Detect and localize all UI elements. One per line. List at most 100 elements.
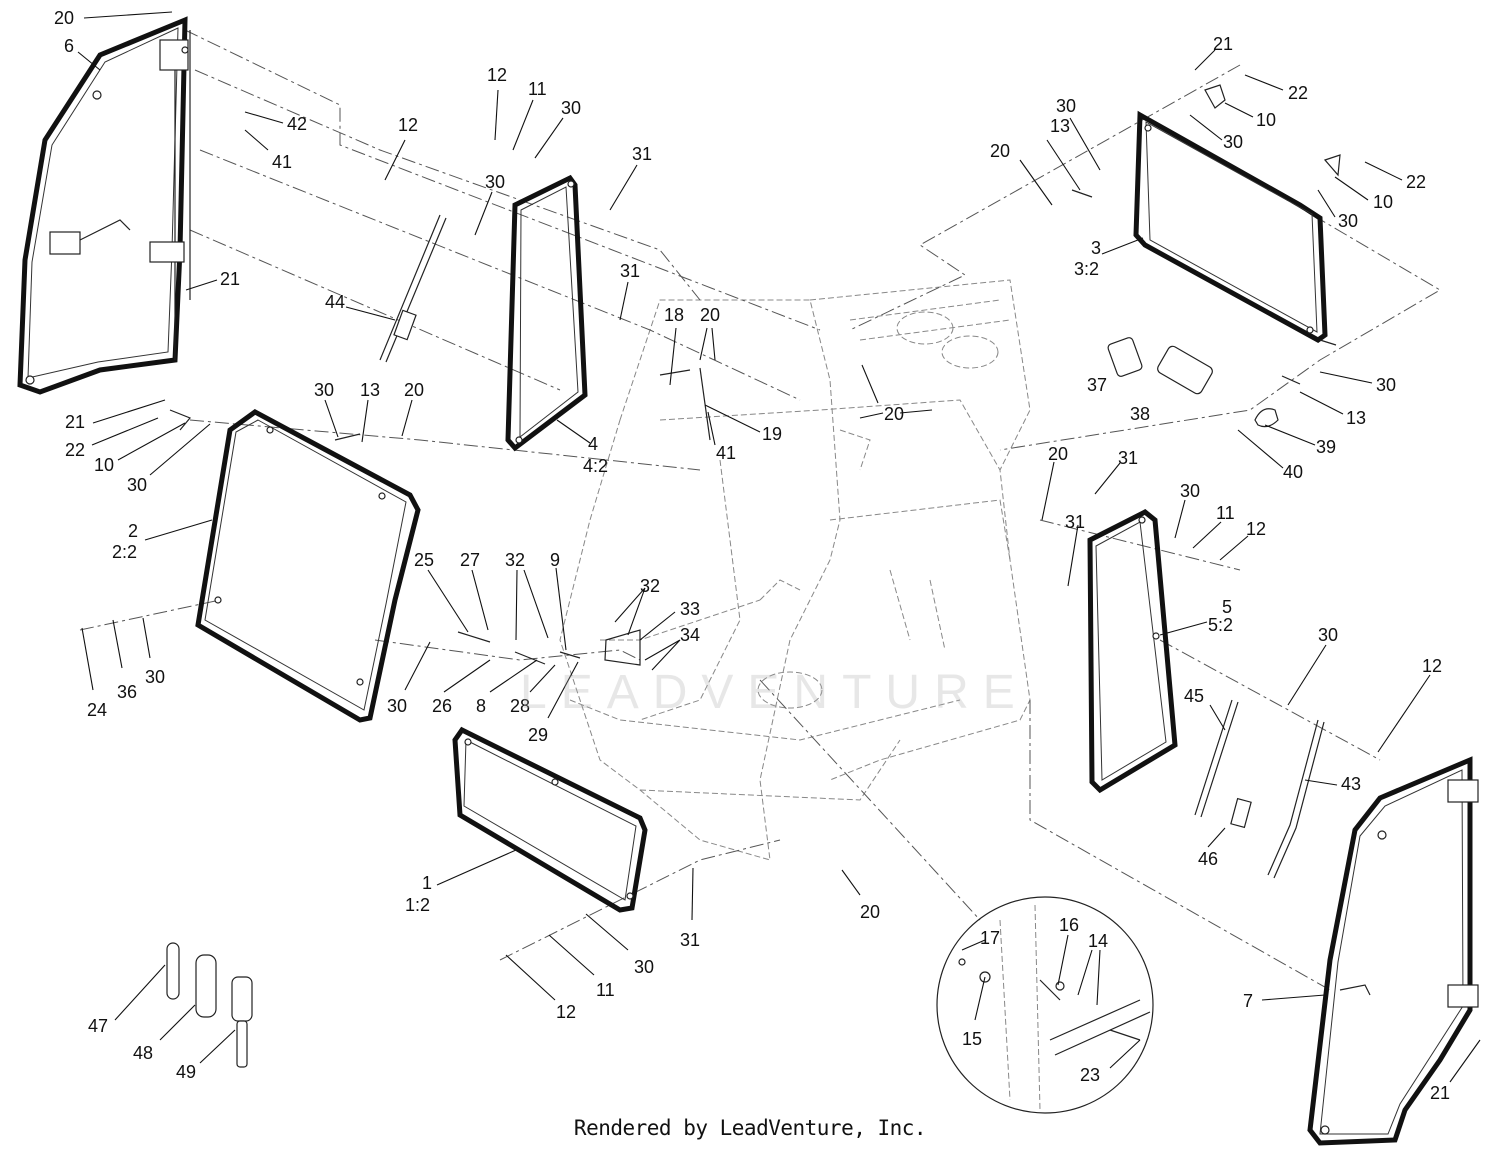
callout-c46: 2: [128, 521, 138, 541]
callout-c41: 10: [94, 455, 114, 475]
leader-lines: [77, 11, 1481, 1083]
callout-c76: 1: [422, 873, 432, 893]
callout-c15: 20: [700, 305, 720, 325]
callout-c55: 24: [87, 700, 107, 720]
callout-c59: 26: [432, 696, 452, 716]
callout-c63: 20: [1048, 444, 1068, 464]
callout-c10: 30: [561, 98, 581, 118]
glass-panel-1: [452, 726, 648, 913]
right-door: [1307, 756, 1479, 1146]
callout-c53: 33: [680, 599, 700, 619]
callout-c91: 48: [133, 1043, 153, 1063]
callout-c28: 22: [1406, 172, 1426, 192]
callout-c34: 38: [1130, 404, 1150, 424]
callout-c43: 30: [314, 380, 334, 400]
callout-c73: 45: [1184, 686, 1204, 706]
callout-c7: 44: [325, 292, 345, 312]
callout-c31: 3: [1091, 238, 1101, 258]
callout-c32: 3:2: [1074, 259, 1099, 279]
detail-inset: [936, 896, 1154, 1114]
callout-c19: 4:2: [583, 456, 608, 476]
callout-c42: 30: [127, 475, 147, 495]
callout-c16: 41: [716, 443, 736, 463]
callout-c33: 37: [1087, 375, 1107, 395]
callout-c77: 1:2: [405, 895, 430, 915]
callout-c21: 21: [1213, 34, 1233, 54]
glass-panel-5: [1087, 509, 1178, 794]
callout-c40: 22: [65, 440, 85, 460]
callout-c65: 30: [1180, 481, 1200, 501]
gas-strut-44: [379, 214, 447, 363]
callout-c54: 34: [680, 625, 700, 645]
callout-c30: 30: [1338, 211, 1358, 231]
callout-c26: 30: [1056, 96, 1076, 116]
callout-c6: 12: [398, 115, 418, 135]
left-door: [17, 16, 191, 395]
callout-c38: 40: [1283, 462, 1303, 482]
glass-panel-3: [1133, 110, 1328, 343]
callout-c22: 22: [1288, 83, 1308, 103]
glass-panel-4: [505, 174, 588, 452]
rods-43-45-46: [1194, 699, 1325, 879]
callout-c86: 15: [962, 1029, 982, 1049]
assembly-lines: [79, 29, 1441, 991]
callout-c75: 46: [1198, 849, 1218, 869]
callout-c24: 30: [1223, 132, 1243, 152]
callout-c80: 30: [634, 957, 654, 977]
callout-c47: 2:2: [112, 542, 137, 562]
callout-c66: 11: [1216, 503, 1235, 523]
callout-c12: 31: [632, 144, 652, 164]
callout-c78: 31: [680, 930, 700, 950]
callout-c11: 30: [485, 172, 505, 192]
cab-frame: [559, 279, 1031, 861]
callout-c50: 32: [505, 550, 525, 570]
callout-c27: 20: [990, 141, 1010, 161]
callout-c58: 30: [387, 696, 407, 716]
callout-c1: 20: [54, 8, 74, 28]
callout-c5: 21: [220, 269, 240, 289]
callout-c45: 20: [404, 380, 424, 400]
callout-c37: 39: [1316, 437, 1336, 457]
callout-c83: 17: [980, 928, 1000, 948]
callout-c92: 49: [176, 1062, 196, 1082]
callout-c82: 12: [556, 1002, 576, 1022]
callout-c84: 16: [1059, 915, 1079, 935]
callout-c29: 10: [1373, 192, 1393, 212]
windshield-2: [195, 409, 421, 723]
callout-c23: 10: [1256, 110, 1276, 130]
callout-c36: 13: [1346, 408, 1366, 428]
callout-c72: 12: [1422, 656, 1442, 676]
callout-c79: 20: [860, 902, 880, 922]
callout-c48: 25: [414, 550, 434, 570]
callout-c17: 19: [762, 424, 782, 444]
callout-c81: 11: [596, 980, 615, 1000]
callout-c8: 12: [487, 65, 507, 85]
callout-c44: 13: [360, 380, 380, 400]
callout-c56: 36: [117, 682, 137, 702]
callout-c13: 31: [620, 261, 640, 281]
callout-c14: 18: [664, 305, 684, 325]
callout-c25: 13: [1050, 116, 1070, 136]
credit-text: Rendered by LeadVenture, Inc.: [573, 1116, 927, 1140]
small-parts: [169, 84, 1341, 666]
callout-c64: 31: [1118, 448, 1138, 468]
callout-c57: 30: [145, 667, 165, 687]
callout-c39: 21: [65, 412, 85, 432]
callout-c52: 32: [640, 576, 660, 596]
callout-c61: 28: [510, 696, 530, 716]
callout-c60: 8: [476, 696, 486, 716]
callout-c35: 30: [1376, 375, 1396, 395]
callout-c62: 29: [528, 725, 548, 745]
callout-c85: 14: [1088, 931, 1108, 951]
callout-c71: 30: [1318, 625, 1338, 645]
callout-c87: 23: [1080, 1065, 1100, 1085]
callout-c67: 12: [1246, 519, 1266, 539]
callout-c9: 11: [528, 79, 547, 99]
callout-c70: 5:2: [1208, 615, 1233, 635]
callout-c74: 43: [1341, 774, 1361, 794]
plugs: [166, 942, 253, 1068]
callout-c88: 7: [1243, 991, 1253, 1011]
callout-c2: 6: [64, 36, 74, 56]
callout-c18: 4: [588, 434, 598, 454]
